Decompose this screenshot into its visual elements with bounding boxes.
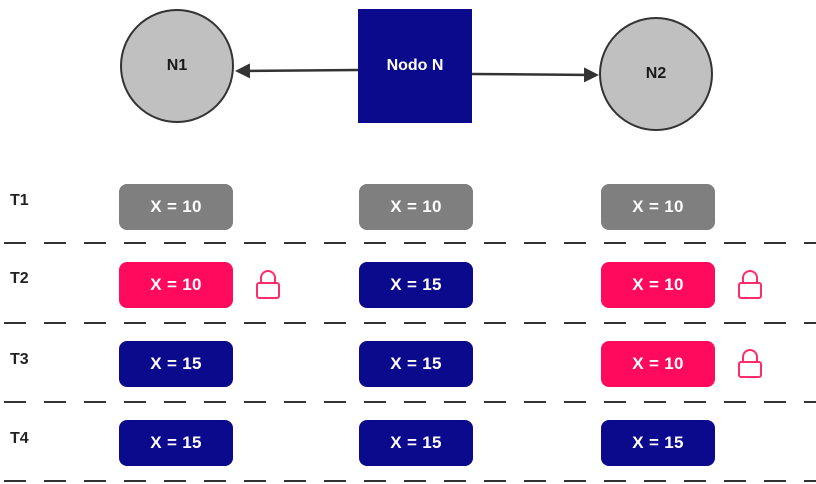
node-n1-circle — [120, 9, 234, 123]
value-cell-label: X = 15 — [390, 275, 442, 294]
center-node: Nodo N — [358, 9, 472, 123]
value-cell: X = 15 — [359, 420, 473, 466]
value-cell-label: X = 10 — [390, 197, 442, 216]
value-cell: X = 15 — [119, 341, 233, 387]
value-cell: X = 10 — [601, 262, 715, 308]
arrow-to-n1 — [235, 63, 359, 79]
lock-icon — [737, 347, 763, 379]
row-separators — [0, 242, 816, 482]
value-cell: X = 15 — [359, 262, 473, 308]
value-cell-label: X = 10 — [632, 354, 684, 373]
value-cell-label: X = 10 — [632, 197, 684, 216]
row-label-t1: T1 — [10, 192, 29, 209]
value-cell-label: X = 15 — [150, 354, 202, 373]
row-label-t4: T4 — [10, 430, 29, 447]
value-cell: X = 10 — [119, 262, 233, 308]
value-cell: X = 15 — [601, 420, 715, 466]
node-n1-label: N1 — [166, 57, 188, 74]
value-cell: X = 10 — [359, 184, 473, 230]
center-node-label: Nodo N — [386, 57, 444, 74]
lock-icon — [737, 268, 763, 300]
value-cell: X = 10 — [119, 184, 233, 230]
value-cell-label: X = 15 — [632, 433, 684, 452]
value-cell-label: X = 15 — [150, 433, 202, 452]
node-n2-circle — [599, 17, 713, 131]
value-cell: X = 10 — [601, 184, 715, 230]
node-n2-label: N2 — [645, 65, 667, 82]
row-label-t3: T3 — [10, 351, 29, 368]
value-cell: X = 15 — [119, 420, 233, 466]
value-cell: X = 15 — [359, 341, 473, 387]
lock-icon — [255, 268, 281, 300]
value-cell-label: X = 10 — [632, 275, 684, 294]
value-cell-label: X = 10 — [150, 275, 202, 294]
value-cell-label: X = 15 — [390, 433, 442, 452]
value-cell: X = 10 — [601, 341, 715, 387]
row-label-t2: T2 — [10, 270, 29, 287]
value-cell-label: X = 10 — [150, 197, 202, 216]
arrow-to-n2 — [471, 67, 599, 83]
value-cell-label: X = 15 — [390, 354, 442, 373]
